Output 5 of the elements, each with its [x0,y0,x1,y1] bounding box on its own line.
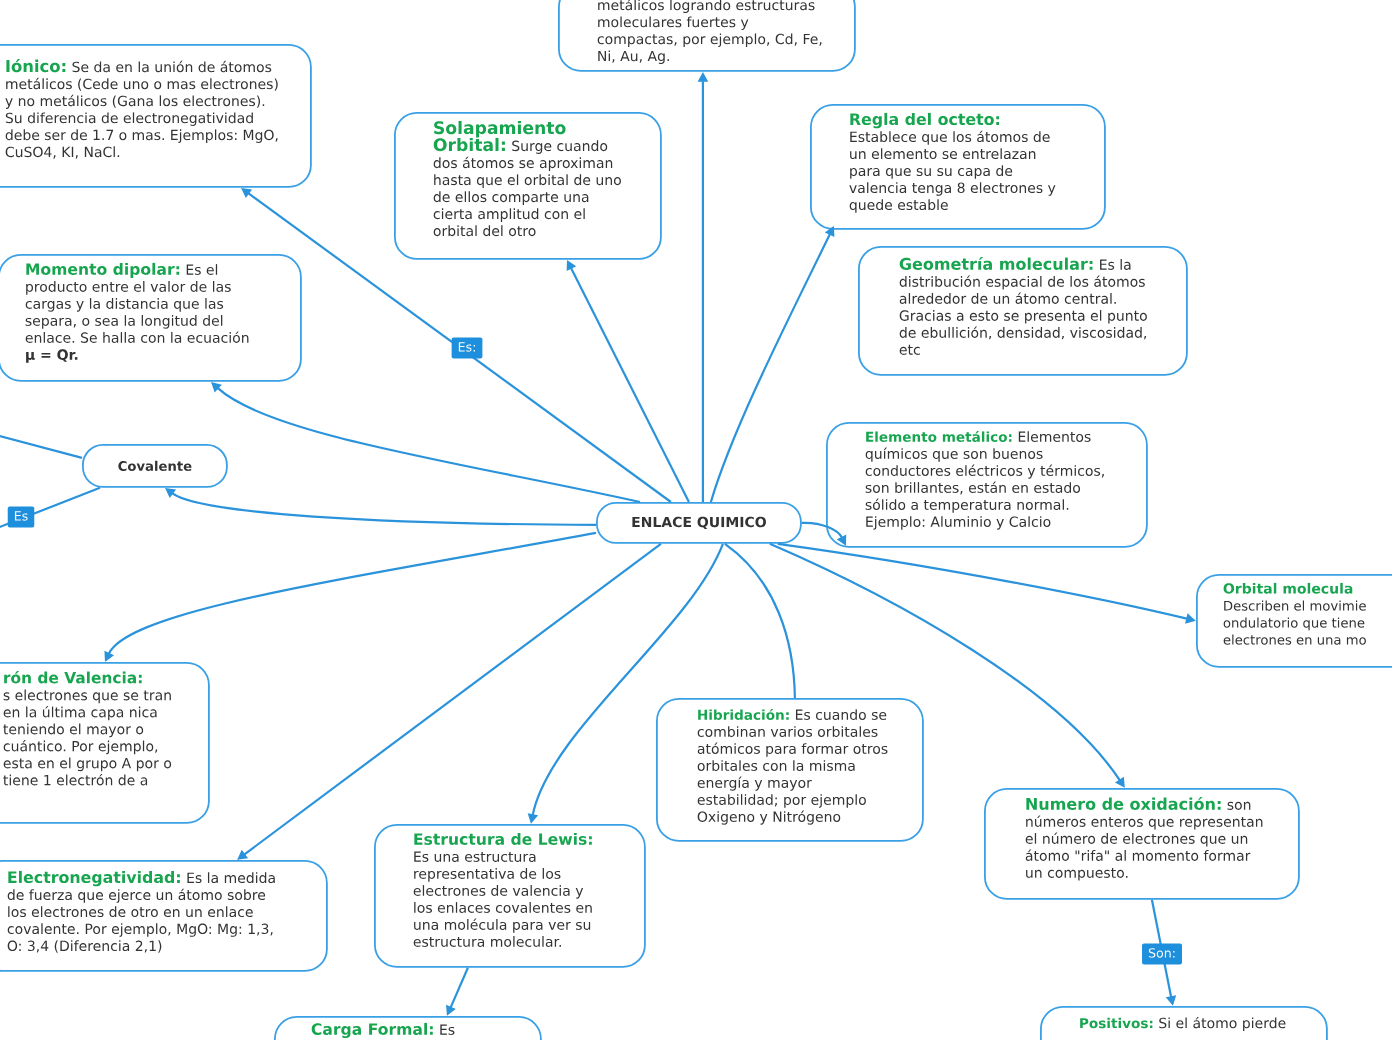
arrow [769,542,1125,788]
connector-line [724,542,796,699]
arrow [237,542,662,860]
connector-line [0,432,83,459]
connector-line [0,486,101,531]
